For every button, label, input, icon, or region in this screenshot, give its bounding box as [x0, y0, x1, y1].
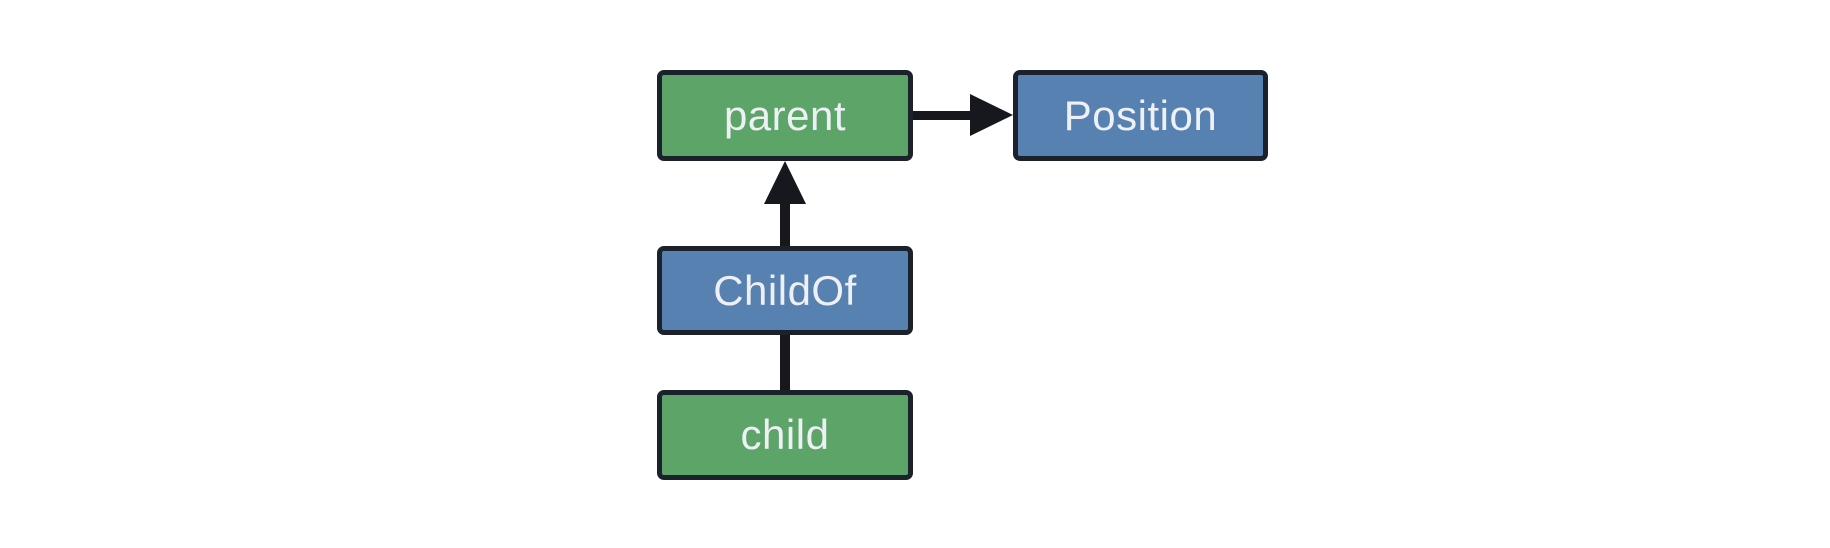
node-child-label: child — [740, 411, 830, 458]
node-childof: ChildOf — [657, 246, 913, 335]
node-position-label: Position — [1063, 91, 1218, 139]
edge-parent-to-position-line — [911, 111, 973, 120]
edge-childof-to-parent-arrowhead-icon — [764, 161, 806, 204]
node-position: Position — [1013, 70, 1268, 161]
node-parent-label: parent — [723, 91, 847, 139]
edge-parent-to-position-arrowhead-icon — [970, 94, 1013, 136]
node-childof-label: ChildOf — [713, 266, 857, 314]
node-child: child — [657, 390, 913, 480]
edge-childof-to-parent-line — [780, 198, 790, 250]
node-parent: parent — [657, 70, 913, 161]
edge-child-to-childof-line — [780, 332, 790, 394]
